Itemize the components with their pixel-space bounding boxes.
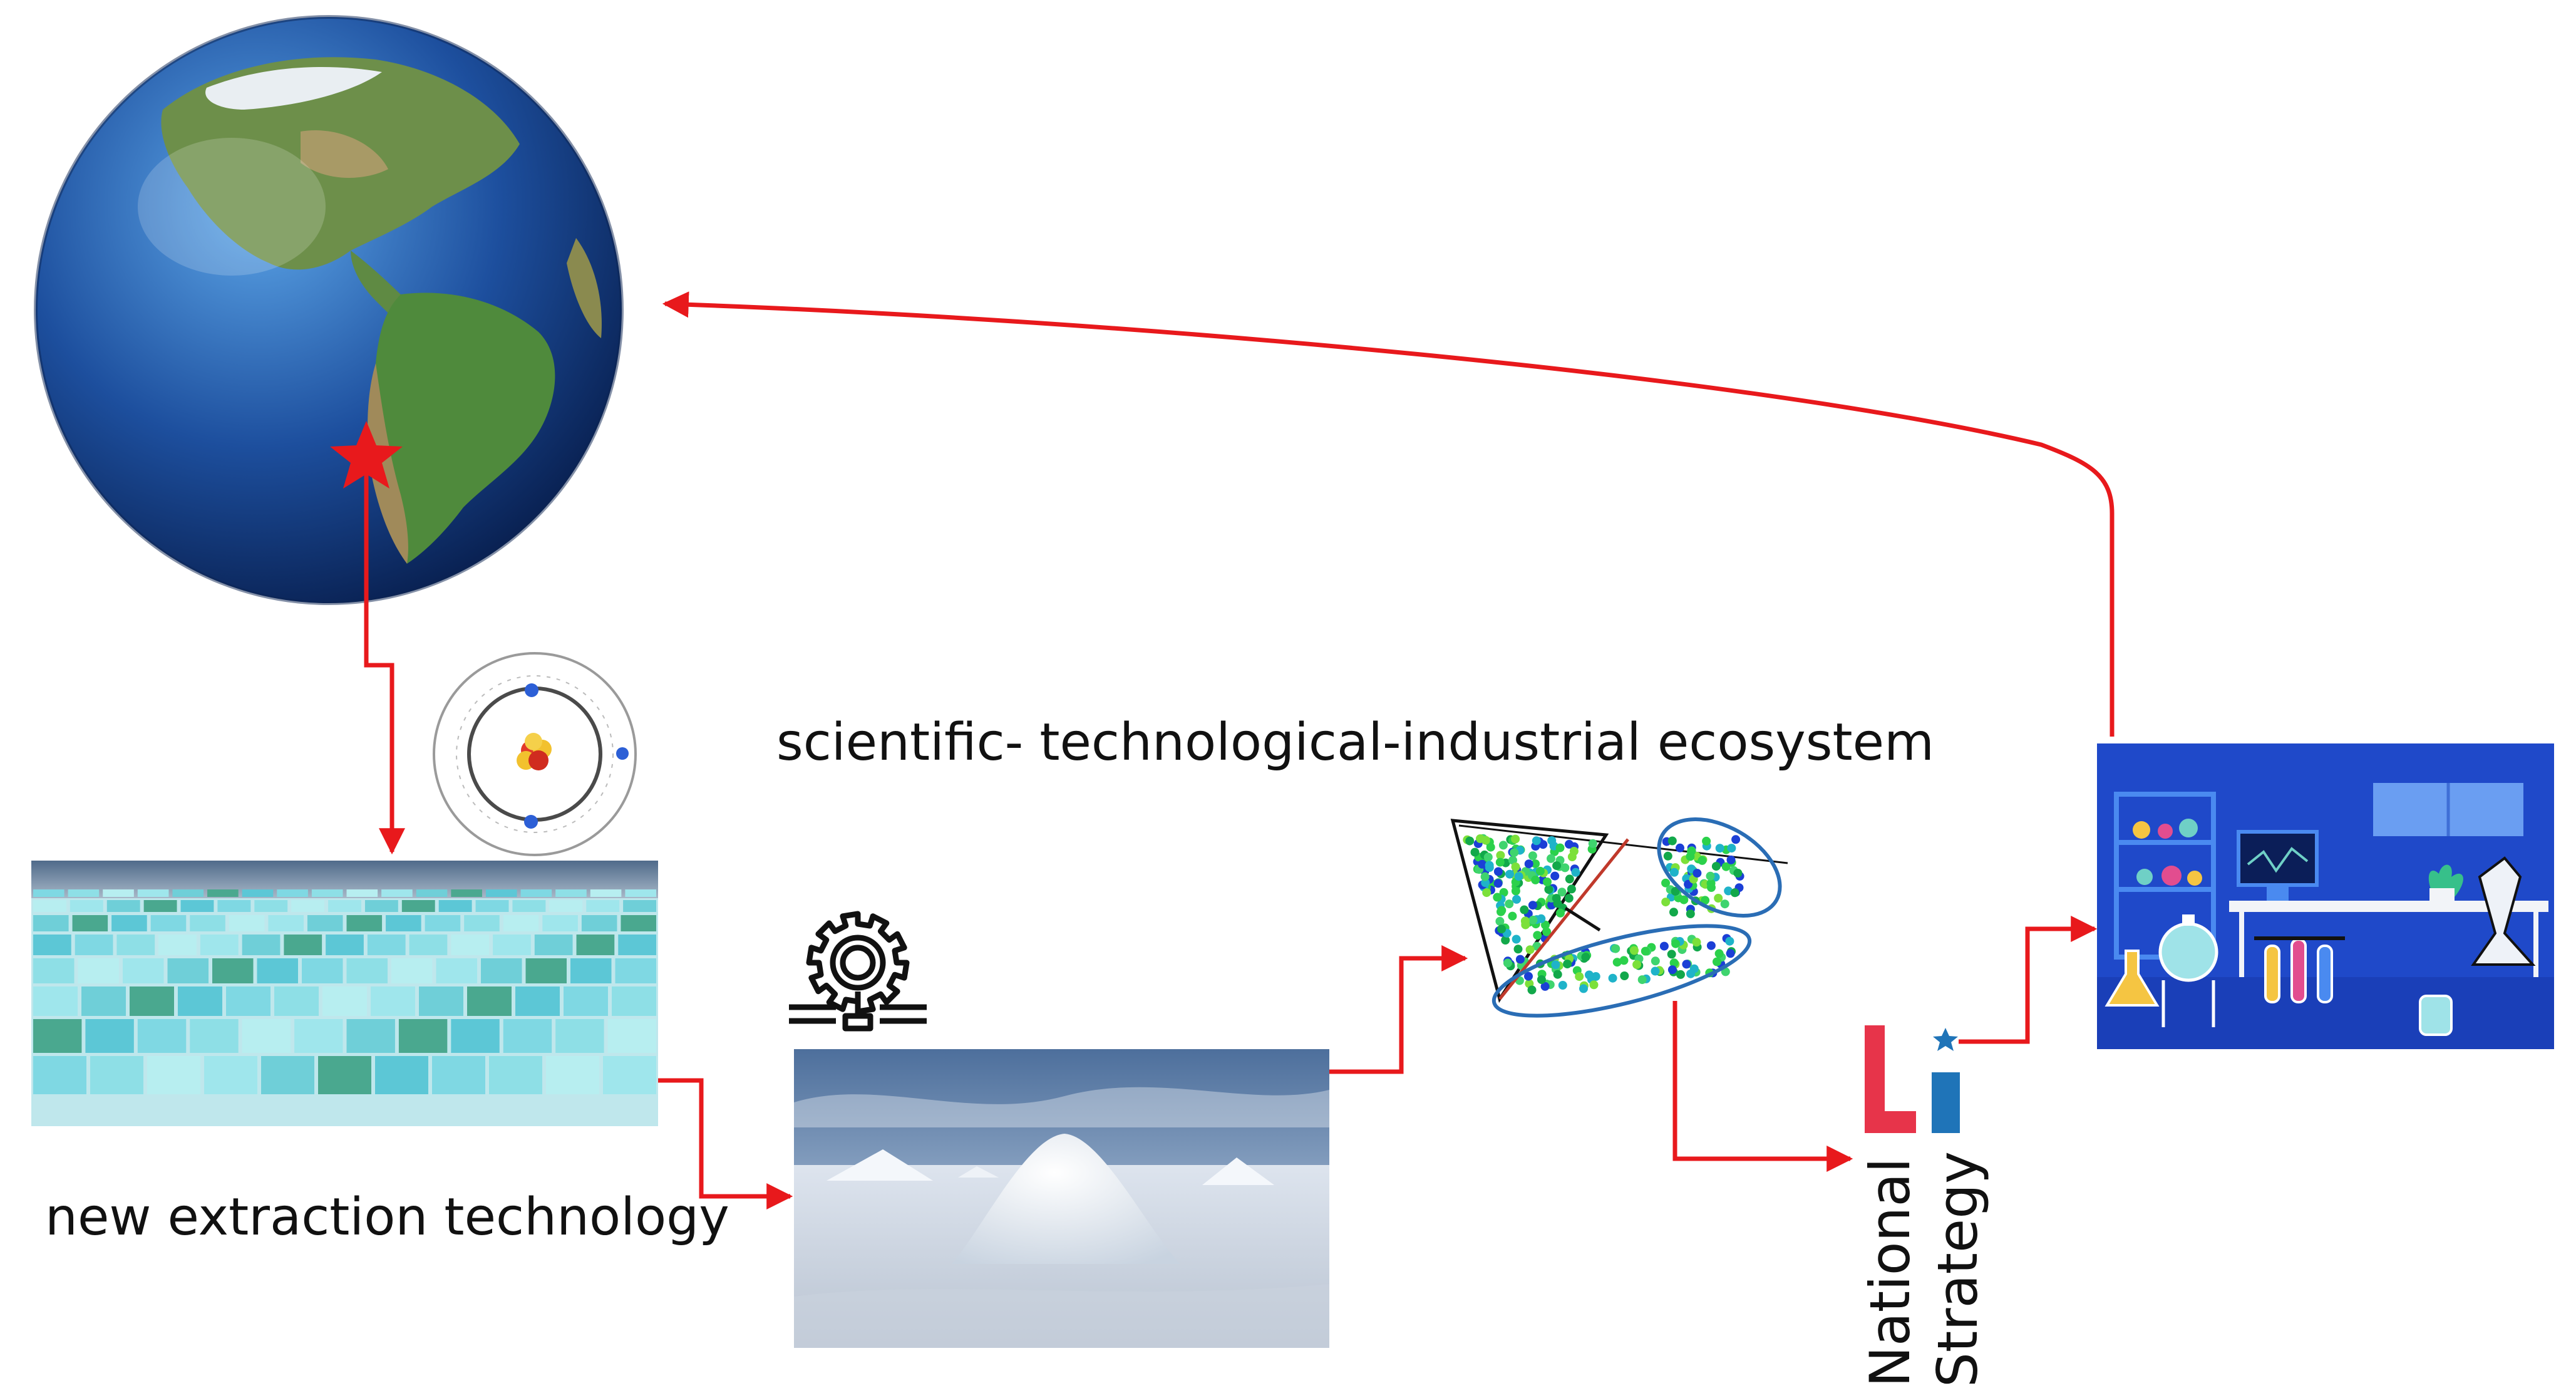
laboratory-illustration (2097, 743, 2554, 1049)
lithium-atom-icon (433, 652, 637, 856)
flow-arrows (364, 291, 2115, 1209)
salt-piles-photo (794, 1049, 1329, 1348)
gear-magnifier-icon (789, 911, 927, 1032)
earth-globe-americas-icon (34, 15, 624, 605)
ecosystem-label: scientific- technological-industrial eco… (776, 713, 1935, 772)
arrow-strategy-to-lab (1959, 916, 2098, 1044)
arrow-lab-to-globe (662, 291, 2115, 737)
brine-evaporation-pools-photo (31, 861, 658, 1126)
red-star-icon (330, 421, 403, 489)
national-line: National (1858, 1157, 1922, 1387)
lithium-simulation-plot (1450, 817, 1788, 1018)
extraction-technology-label: new extraction technology (45, 1188, 729, 1247)
arrow-globe-to-brine (364, 457, 405, 855)
strategy-line: Strategy (1925, 1151, 1990, 1387)
arrow-brine-to-salt (658, 1078, 793, 1209)
arrow-salt-to-plot (1329, 945, 1468, 1074)
arrow-plot-to-strategy (1672, 1001, 1853, 1172)
lithium-strategy-logo (1865, 1025, 1960, 1133)
